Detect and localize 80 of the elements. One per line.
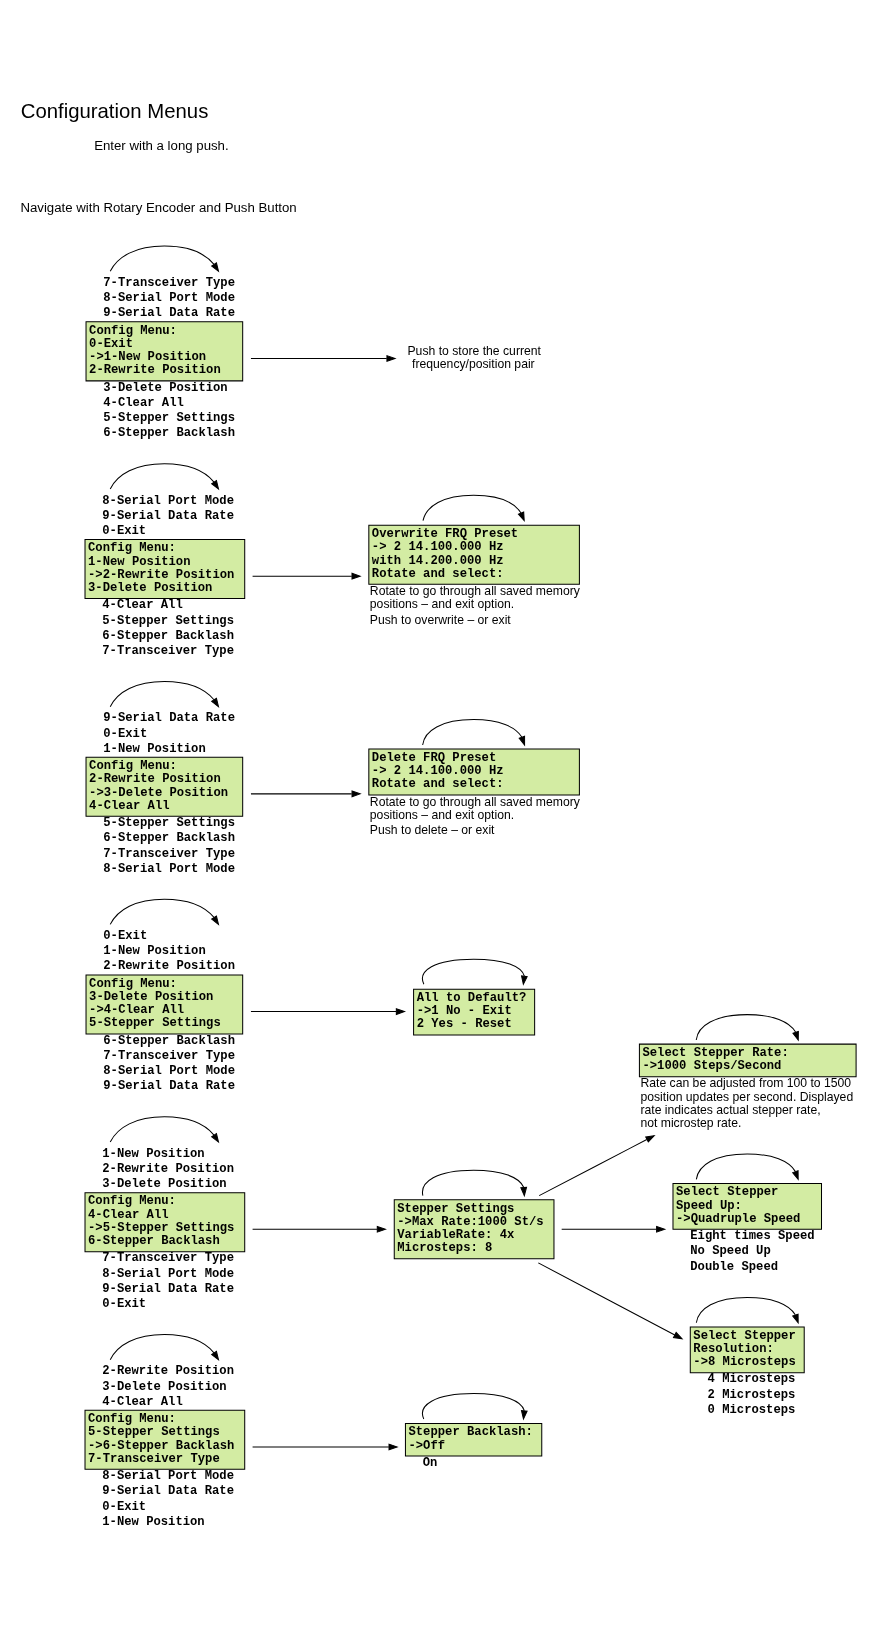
node-label: 0-Exit — [102, 524, 147, 539]
node-label: 2-Rewrite Position — [102, 1364, 234, 1379]
node-label: 7-Transceiver Type — [103, 1048, 235, 1063]
node-label: 7-Transceiver Type — [102, 644, 234, 659]
node-label: 6-Stepper Backlash — [103, 1033, 235, 1048]
node-label: 4-Clear All — [102, 1394, 183, 1409]
node-label: 8-Serial Port Mode — [103, 861, 235, 876]
node-label: Double Speed — [690, 1259, 779, 1274]
node-label: 7-Transceiver Type — [103, 846, 235, 861]
node-label: 9-Serial Data Rate — [102, 1281, 234, 1296]
node-label: 6-Stepper Backlash — [102, 628, 234, 643]
node-label: 1-New Position — [103, 741, 206, 756]
node-label: 5-Stepper Settings — [102, 613, 234, 628]
arrow — [422, 1393, 528, 1421]
node-label: 0 Microsteps — [707, 1402, 796, 1417]
node-label: 0-Exit — [103, 726, 148, 741]
arrow — [422, 719, 526, 747]
node-label: 3-Delete Position — [102, 1379, 227, 1394]
arrow — [109, 1334, 220, 1362]
node-label: 0-Exit — [103, 928, 148, 943]
node-text: Push to store the current frequency/position pair — [407, 344, 541, 372]
node-label: Push to delete – or exit — [369, 823, 495, 838]
node-label: 7-Transceiver Type — [103, 275, 235, 290]
node-label: Rotate to go through all saved memory positions – and exit option. — [369, 584, 580, 612]
arrow — [109, 1116, 220, 1144]
arrow — [250, 354, 397, 363]
node-label: 6-Stepper Backlash — [103, 426, 235, 441]
diagram-title: Configuration Menus — [20, 100, 209, 123]
arrow — [538, 1134, 656, 1197]
node-label: 9-Serial Data Rate — [102, 508, 234, 523]
node-label: Rotate to go through all saved memory positions – and exit option. — [369, 794, 580, 822]
node-label: 4 Microsteps — [707, 1372, 796, 1387]
node-label: 4-Clear All — [103, 395, 184, 410]
node-label: 3-Delete Position — [102, 1177, 227, 1192]
node-label: Eight times Speed — [690, 1229, 815, 1244]
node-label: 8-Serial Port Mode — [102, 1469, 234, 1484]
node-label: 9-Serial Data Rate — [103, 711, 235, 726]
arrow — [422, 494, 525, 523]
arrow — [109, 680, 220, 708]
arrow — [252, 1225, 387, 1233]
arrow — [250, 1008, 406, 1016]
node-label: 2-Rewrite Position — [102, 1161, 234, 1176]
arrow — [695, 1153, 799, 1181]
node-label: 1-New Position — [102, 1146, 205, 1161]
node-label: 8-Serial Port Mode — [102, 493, 234, 508]
arrow — [422, 1169, 528, 1198]
node-label: 0-Exit — [102, 1499, 147, 1514]
node-label: 5-Stepper Settings — [103, 816, 235, 831]
node-label: 1-New Position — [103, 944, 206, 959]
arrow — [695, 1296, 799, 1325]
label: Enter with a long push. — [94, 138, 229, 154]
node-label: 7-Transceiver Type — [102, 1251, 234, 1266]
label: Navigate with Rotary Encoder and Push Button — [20, 200, 297, 216]
arrow — [250, 790, 362, 798]
node-label: No Speed Up — [690, 1244, 771, 1259]
node-label: Rate can be adjusted from 100 to 1500 position updates per second. Displayed rate indicates actual stepper rate, not microstep rate. — [640, 1076, 854, 1131]
node-label: 0-Exit — [102, 1297, 147, 1312]
arrow — [109, 245, 220, 273]
node-label: 9-Serial Data Rate — [103, 306, 235, 321]
arrow — [252, 1443, 399, 1451]
node-label: 9-Serial Data Rate — [103, 1079, 235, 1094]
arrow — [561, 1225, 667, 1233]
arrow — [537, 1262, 684, 1340]
node-label: 8-Serial Port Mode — [102, 1266, 234, 1281]
node-label: 4-Clear All — [102, 598, 183, 613]
node-label: 2 Microsteps — [707, 1387, 796, 1402]
arrow — [252, 572, 362, 580]
node-label: 6-Stepper Backlash — [103, 831, 235, 846]
arrow — [109, 463, 220, 491]
node-label: 9-Serial Data Rate — [102, 1484, 234, 1499]
node-label: 3-Delete Position — [103, 380, 228, 395]
node-label: 1-New Position — [102, 1514, 205, 1529]
arrow — [109, 898, 220, 926]
node-label: 2-Rewrite Position — [103, 959, 235, 974]
node-label: 8-Serial Port Mode — [103, 291, 235, 306]
node-label: 8-Serial Port Mode — [103, 1064, 235, 1079]
arrow — [695, 1014, 799, 1042]
node-label: Push to overwrite – or exit — [369, 612, 511, 627]
node-label: On — [422, 1455, 438, 1470]
node-label: 5-Stepper Settings — [103, 411, 235, 426]
